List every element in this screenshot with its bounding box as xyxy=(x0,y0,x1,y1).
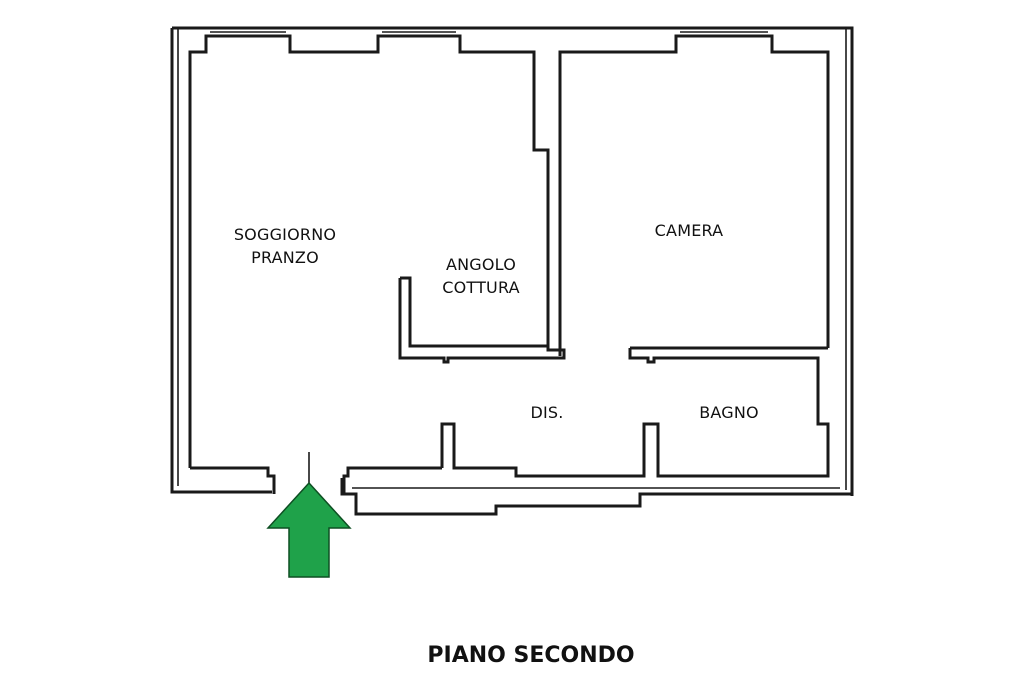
room-label-dis: DIS. xyxy=(530,403,563,422)
room-label-camera: CAMERA xyxy=(655,221,724,240)
room-label-pranzo: PRANZO xyxy=(251,248,319,267)
room-label-soggiorno: SOGGIORNO xyxy=(234,225,336,244)
entrance-arrow-icon xyxy=(266,481,352,578)
bathroom-walls xyxy=(440,346,830,478)
floor-title: PIANO SECONDO xyxy=(427,643,634,668)
outer-walls xyxy=(170,26,854,516)
room-label-bagno: BAGNO xyxy=(699,403,759,422)
room-label-angolo: ANGOLO xyxy=(446,255,516,274)
room-label-cottura: COTTURA xyxy=(442,278,520,297)
kitchen-walls xyxy=(398,276,566,364)
